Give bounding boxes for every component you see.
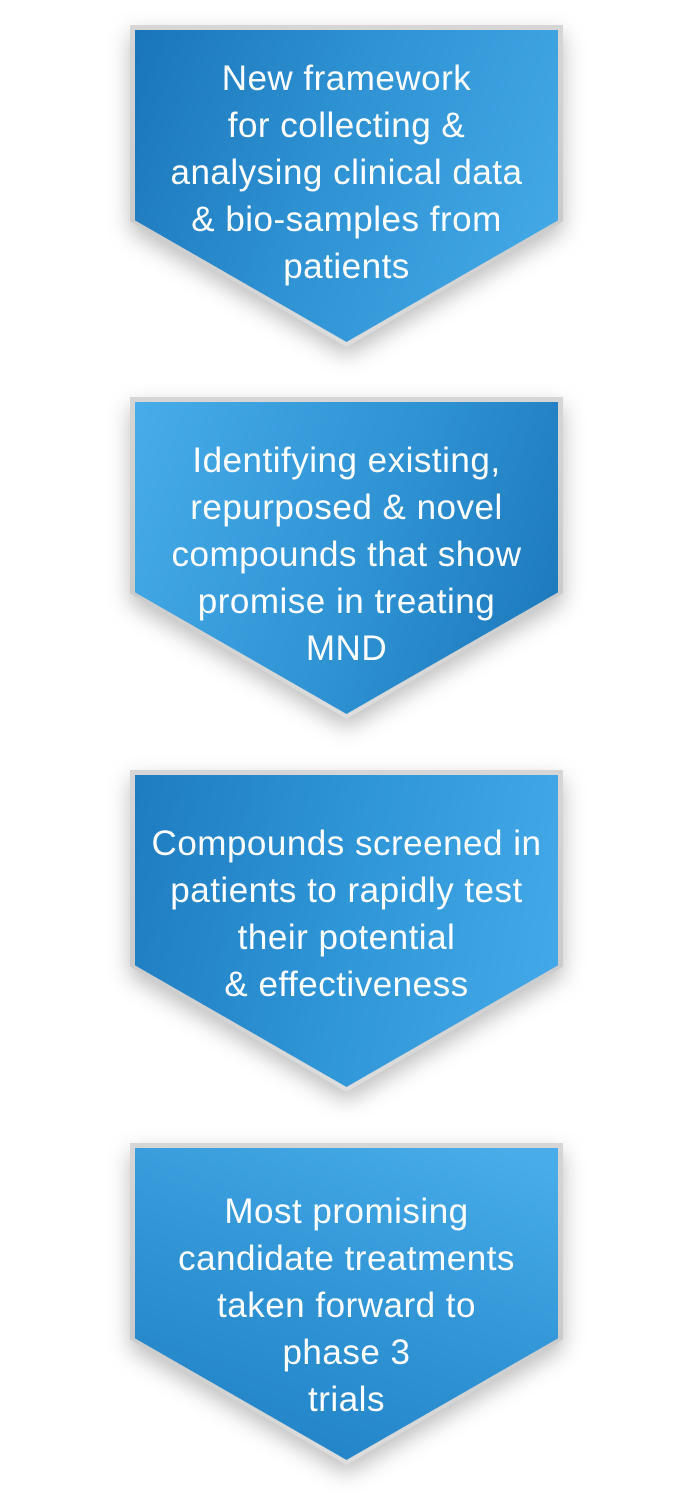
process-step-2: Identifying existing, repurposed & novel… — [130, 397, 563, 719]
text-line: taken forward to — [217, 1286, 476, 1325]
text-line: Identifying existing, — [192, 441, 501, 480]
down-arrow-shape: Identifying existing, repurposed & novel… — [135, 402, 558, 714]
text-line: their potential — [237, 918, 456, 957]
down-arrow-shape: New framework for collecting & analysing… — [135, 30, 558, 342]
text-line: patients — [283, 247, 410, 286]
text-line: MND — [305, 629, 388, 668]
text-line: Compounds screened in — [151, 824, 542, 863]
process-step-1: New framework for collecting & analysing… — [130, 25, 563, 347]
text-line: Most promising — [224, 1192, 469, 1231]
arrow-shape-border: New framework for collecting & analysing… — [130, 25, 563, 347]
step-3-text: Compounds screened in patients to rapidl… — [135, 775, 558, 1008]
process-step-4: Most promising candidate treatments take… — [130, 1143, 563, 1465]
arrow-shape-border: Identifying existing, repurposed & novel… — [130, 397, 563, 719]
step-2-text: Identifying existing, repurposed & novel… — [135, 402, 558, 672]
arrow-shape-border: Compounds screened in patients to rapidl… — [130, 770, 563, 1092]
text-line: & effectiveness — [224, 965, 469, 1004]
text-line: compounds that show — [171, 535, 522, 574]
text-line: patients to rapidly test — [170, 871, 523, 910]
text-line: for collecting & — [227, 106, 466, 145]
text-line: analysing clinical data — [170, 153, 523, 192]
step-4-text: Most promising candidate treatments take… — [135, 1148, 558, 1423]
text-line: repurposed & novel — [190, 488, 503, 527]
text-line: phase 3 — [282, 1333, 411, 1372]
text-line: & bio-samples from — [191, 200, 502, 239]
process-step-3: Compounds screened in patients to rapidl… — [130, 770, 563, 1092]
text-line: trials — [308, 1380, 385, 1419]
text-line: promise in treating — [197, 582, 496, 621]
text-line: New framework — [221, 59, 472, 98]
text-line: candidate treatments — [178, 1239, 515, 1278]
arrow-shape-border: Most promising candidate treatments take… — [130, 1143, 563, 1465]
down-arrow-shape: Compounds screened in patients to rapidl… — [135, 775, 558, 1087]
down-arrow-shape: Most promising candidate treatments take… — [135, 1148, 558, 1460]
step-1-text: New framework for collecting & analysing… — [135, 30, 558, 290]
